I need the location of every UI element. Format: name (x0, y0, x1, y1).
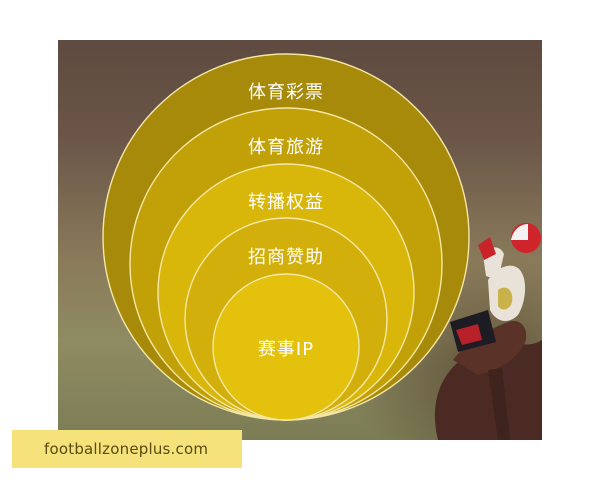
watermark: footballzoneplus.com (12, 430, 242, 468)
watermark-text: footballzoneplus.com (44, 440, 209, 458)
horse-jockey-image (434, 223, 542, 440)
ring-sports-lottery-label: 体育彩票 (248, 82, 324, 103)
ring-event-ip (212, 273, 360, 421)
ring-sponsorship-label: 招商赞助 (248, 247, 324, 268)
ring-sports-tourism-label: 体育旅游 (248, 137, 324, 158)
ring-broadcast-rights-label: 转播权益 (248, 192, 324, 213)
ring-event-ip-label: 赛事IP (258, 339, 314, 360)
